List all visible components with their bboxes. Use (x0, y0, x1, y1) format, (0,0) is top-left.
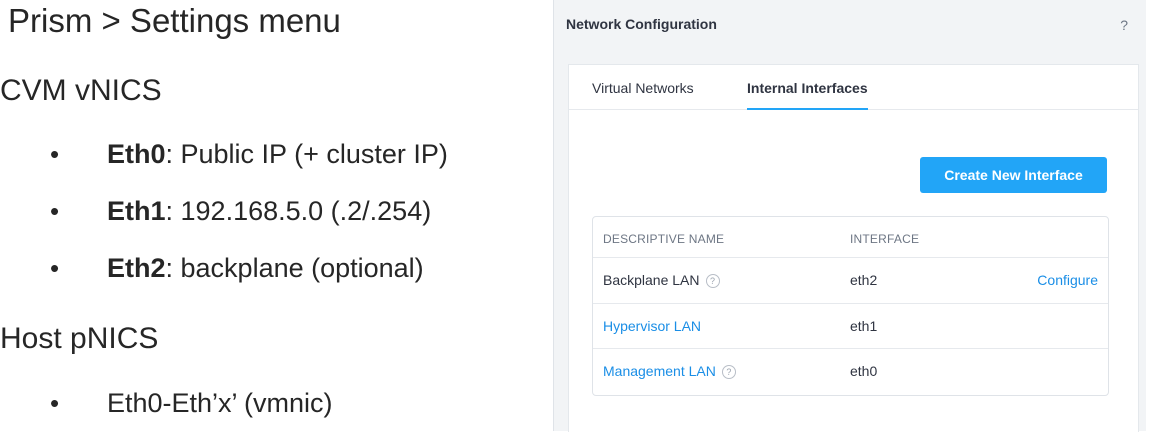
bullet-dot: • (50, 196, 60, 226)
bullet-host-nics-text: Eth0-Eth’x’ (vmnic) (107, 388, 333, 418)
tab-bar: Virtual Networks Internal Interfaces (569, 65, 1138, 110)
bullet-dot: • (50, 139, 60, 169)
panel-title: Network Configuration (566, 16, 717, 32)
interface-cell: eth0 (850, 363, 878, 379)
configure-link[interactable]: Configure (1037, 272, 1098, 288)
row-name-cell: Management LAN? (603, 363, 736, 380)
hypervisor-lan-link[interactable]: Hypervisor LAN (603, 318, 702, 334)
table-row: Hypervisor LAN eth1 (593, 303, 1108, 349)
column-header-descriptive-name: DESCRIPTIVE NAME (603, 232, 725, 246)
create-new-interface-button[interactable]: Create New Interface (920, 157, 1107, 193)
management-lan-link[interactable]: Management LAN (603, 363, 716, 379)
bullet-dot: • (50, 253, 60, 283)
bullet-dot: • (50, 388, 60, 418)
bullet-eth2-desc: : backplane (optional) (165, 253, 424, 283)
slide-title: Prism > Settings menu (8, 2, 341, 39)
help-circle-icon[interactable]: ? (721, 365, 736, 380)
bullet-eth2-name: Eth2 (107, 253, 166, 283)
host-pnics-heading: Host pNICS (0, 322, 159, 355)
table-row: Backplane LAN? eth2 Configure (593, 257, 1108, 303)
help-circle-icon[interactable]: ? (705, 274, 720, 289)
interface-cell: eth1 (850, 318, 878, 334)
tab-internal-interfaces[interactable]: Internal Interfaces (747, 80, 868, 110)
bullet-eth0-name: Eth0 (107, 139, 166, 169)
question-mark-icon[interactable]: ? (1120, 17, 1128, 33)
bullet-eth1: • Eth1: 192.168.5.0 (.2/.254) (50, 196, 431, 227)
cvm-vnics-heading: CVM vNICS (0, 74, 162, 107)
table-row: Management LAN? eth0 (593, 348, 1108, 394)
backplane-lan-label: Backplane LAN (603, 272, 700, 288)
bullet-eth2: • Eth2: backplane (optional) (50, 253, 424, 284)
network-config-card: Virtual Networks Internal Interfaces Cre… (568, 64, 1139, 432)
row-name-cell: Backplane LAN? (603, 272, 720, 289)
interfaces-table: DESCRIPTIVE NAME INTERFACE Backplane LAN… (592, 216, 1109, 396)
network-configuration-panel: Network Configuration ? Virtual Networks… (553, 0, 1146, 432)
interface-cell: eth2 (850, 272, 878, 288)
bullet-host-nics: • Eth0-Eth’x’ (vmnic) (50, 388, 333, 419)
bullet-eth1-desc: : 192.168.5.0 (.2/.254) (165, 196, 432, 226)
bullet-eth0: • Eth0: Public IP (+ cluster IP) (50, 139, 448, 170)
tab-virtual-networks[interactable]: Virtual Networks (592, 80, 694, 96)
bullet-eth0-desc: : Public IP (+ cluster IP) (165, 139, 448, 169)
bullet-eth1-name: Eth1 (107, 196, 166, 226)
column-header-interface: INTERFACE (850, 232, 920, 246)
